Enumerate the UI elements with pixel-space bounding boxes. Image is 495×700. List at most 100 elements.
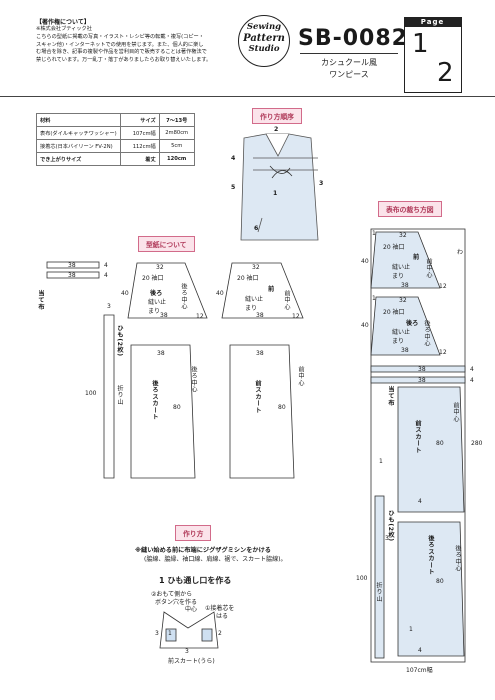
- notice-line: 禁じられています。万一乱丁・落丁がありましたらお取り替えいたします。: [36, 56, 212, 63]
- dim-label: 4: [104, 272, 108, 279]
- piece-label: 前スカート: [414, 420, 421, 454]
- piece-label: ひも(2枚): [387, 510, 394, 542]
- notice-line: スキャン他)・インターネットでの使用を禁じます。また、個人的に楽し: [36, 41, 204, 48]
- copyright-notice-title: 【著作権について】: [36, 19, 90, 26]
- dim-label: 32: [399, 297, 407, 304]
- piece-label: 後ろスカート: [151, 380, 158, 421]
- step-note: ②おもて側から: [151, 591, 193, 598]
- neck-label: 20 袖口: [142, 275, 164, 282]
- center-label: 前中心: [283, 290, 290, 311]
- stop-label: 縫い止まり: [392, 264, 411, 280]
- dim-label: 1: [372, 230, 376, 237]
- dim-label: 4: [470, 366, 474, 373]
- dim-label: 12: [196, 313, 204, 320]
- dim-label: 3: [385, 535, 389, 542]
- piece-label: 前: [413, 254, 420, 261]
- page-total: 2: [437, 58, 454, 88]
- dim-label: 38: [157, 350, 165, 357]
- notice-line: こちらの型紙に掲載の写真・イラスト・レシピ等の転載・複写(コピー・: [36, 34, 204, 40]
- fold-cloth-label: 当て布: [37, 290, 44, 311]
- order-dress-diagram: [240, 133, 319, 241]
- piece-label: ひも(2枚): [116, 325, 123, 357]
- dim-label: 1: [168, 630, 172, 637]
- order-section-title: 作り方順序: [252, 108, 302, 124]
- pattern-title-line1: カシュクール風: [321, 58, 377, 67]
- dim-label: 38: [160, 312, 168, 319]
- center-label: 後ろ中心: [423, 320, 430, 347]
- logo-text: Sewing: [246, 22, 282, 32]
- dim-label: 38: [401, 282, 409, 289]
- dim-label: 32: [399, 232, 407, 239]
- dim-label: 38: [256, 350, 264, 357]
- order-number: 2: [274, 126, 279, 133]
- center-label: 後ろ中心: [190, 366, 197, 393]
- order-number: 3: [319, 180, 324, 187]
- pattern-code: SB-0082: [298, 26, 408, 51]
- center-label: 後ろ中心: [454, 545, 461, 572]
- instruction-diagram: [159, 611, 219, 649]
- dim-label: 1: [372, 295, 376, 302]
- header-divider: [0, 96, 495, 97]
- dim-label: 4: [418, 498, 422, 505]
- order-number: 6: [254, 225, 259, 232]
- dim-label: 100: [356, 575, 368, 582]
- fabric-layout: [370, 228, 466, 663]
- logo-text: Studio: [248, 44, 280, 54]
- dim-label: 1: [409, 626, 413, 633]
- fabric-width-label: 107cm幅: [406, 667, 433, 674]
- pattern-title-line2: ワンピース: [329, 70, 369, 79]
- neck-label: 20 袖口: [383, 244, 405, 251]
- piece-label: 後ろスカート: [427, 535, 434, 576]
- dim-label: 38: [68, 262, 76, 269]
- stop-label: 縫い止まり: [392, 329, 411, 345]
- dim-label: 12: [439, 283, 447, 290]
- dim-label: 38: [418, 366, 426, 373]
- dim-label: 32: [252, 264, 260, 271]
- how-section-title: 作り方: [175, 525, 212, 541]
- neck-label: 20 袖口: [383, 309, 405, 316]
- stop-label: 縫い止まり: [245, 296, 264, 312]
- fold-label: 折り山: [116, 385, 123, 406]
- dim-label: 38: [401, 347, 409, 354]
- step-note: はる: [216, 613, 229, 620]
- order-number: 4: [231, 155, 236, 162]
- fold-label: 折り山: [375, 582, 382, 603]
- center-label: 前中心: [452, 402, 459, 423]
- table-row: 接着芯(日本バイリーン FV-2N) 112cm幅 5cm: [36, 139, 195, 153]
- dim-label: 40: [121, 290, 129, 297]
- dim-label: 38: [256, 312, 264, 319]
- pattern-pieces: [46, 261, 304, 479]
- pattern-section-title: 型紙について: [138, 236, 195, 252]
- dim-label: 3: [185, 648, 189, 655]
- fold-cloth-label: 当て布: [387, 386, 394, 407]
- center-label: 前中心: [425, 258, 432, 279]
- dim-label: 40: [216, 290, 224, 297]
- dim-label: 4: [418, 647, 422, 654]
- step1-title: 1 ひも通し口を作る: [159, 576, 232, 585]
- page-label: Page: [404, 17, 461, 27]
- dim-label: 38: [418, 377, 426, 384]
- dim-label: 100: [85, 390, 97, 397]
- copyright-holder: ※株式会社ブティック社: [36, 26, 92, 32]
- dim-label: 38: [68, 272, 76, 279]
- center-mark: 中心: [185, 606, 198, 613]
- edge-label: わ: [457, 249, 464, 256]
- instructions-note: ※縫い始める前に布端にジグザグミシンをかける: [135, 547, 271, 554]
- stop-label: 縫い止まり: [148, 299, 167, 315]
- dim-label: 12: [292, 313, 300, 320]
- step-note: ①接着芯を: [205, 605, 235, 612]
- piece-label: 後ろ: [150, 290, 163, 297]
- dim-label: 3: [155, 630, 159, 637]
- dim-label: 32: [156, 264, 164, 271]
- piece-label: 前: [268, 286, 275, 293]
- dim-label: 4: [104, 262, 108, 269]
- brand-logo: Sewing Pattern Studio: [238, 15, 290, 67]
- copyright-notice: こちらの型紙に掲載の写真・イラスト・レシピ等の転載・複写(コピー・ スキャン他)…: [36, 34, 234, 64]
- page-current: 1: [412, 29, 429, 59]
- table-cell: 5cm: [158, 139, 195, 153]
- table-row: 表布(ダイルキャッチワッシャー) 107cm幅 2m80cm: [36, 126, 195, 140]
- dim-label: 3: [107, 303, 111, 310]
- dim-label: 280: [471, 440, 483, 447]
- center-label: 後ろ中心: [180, 283, 187, 310]
